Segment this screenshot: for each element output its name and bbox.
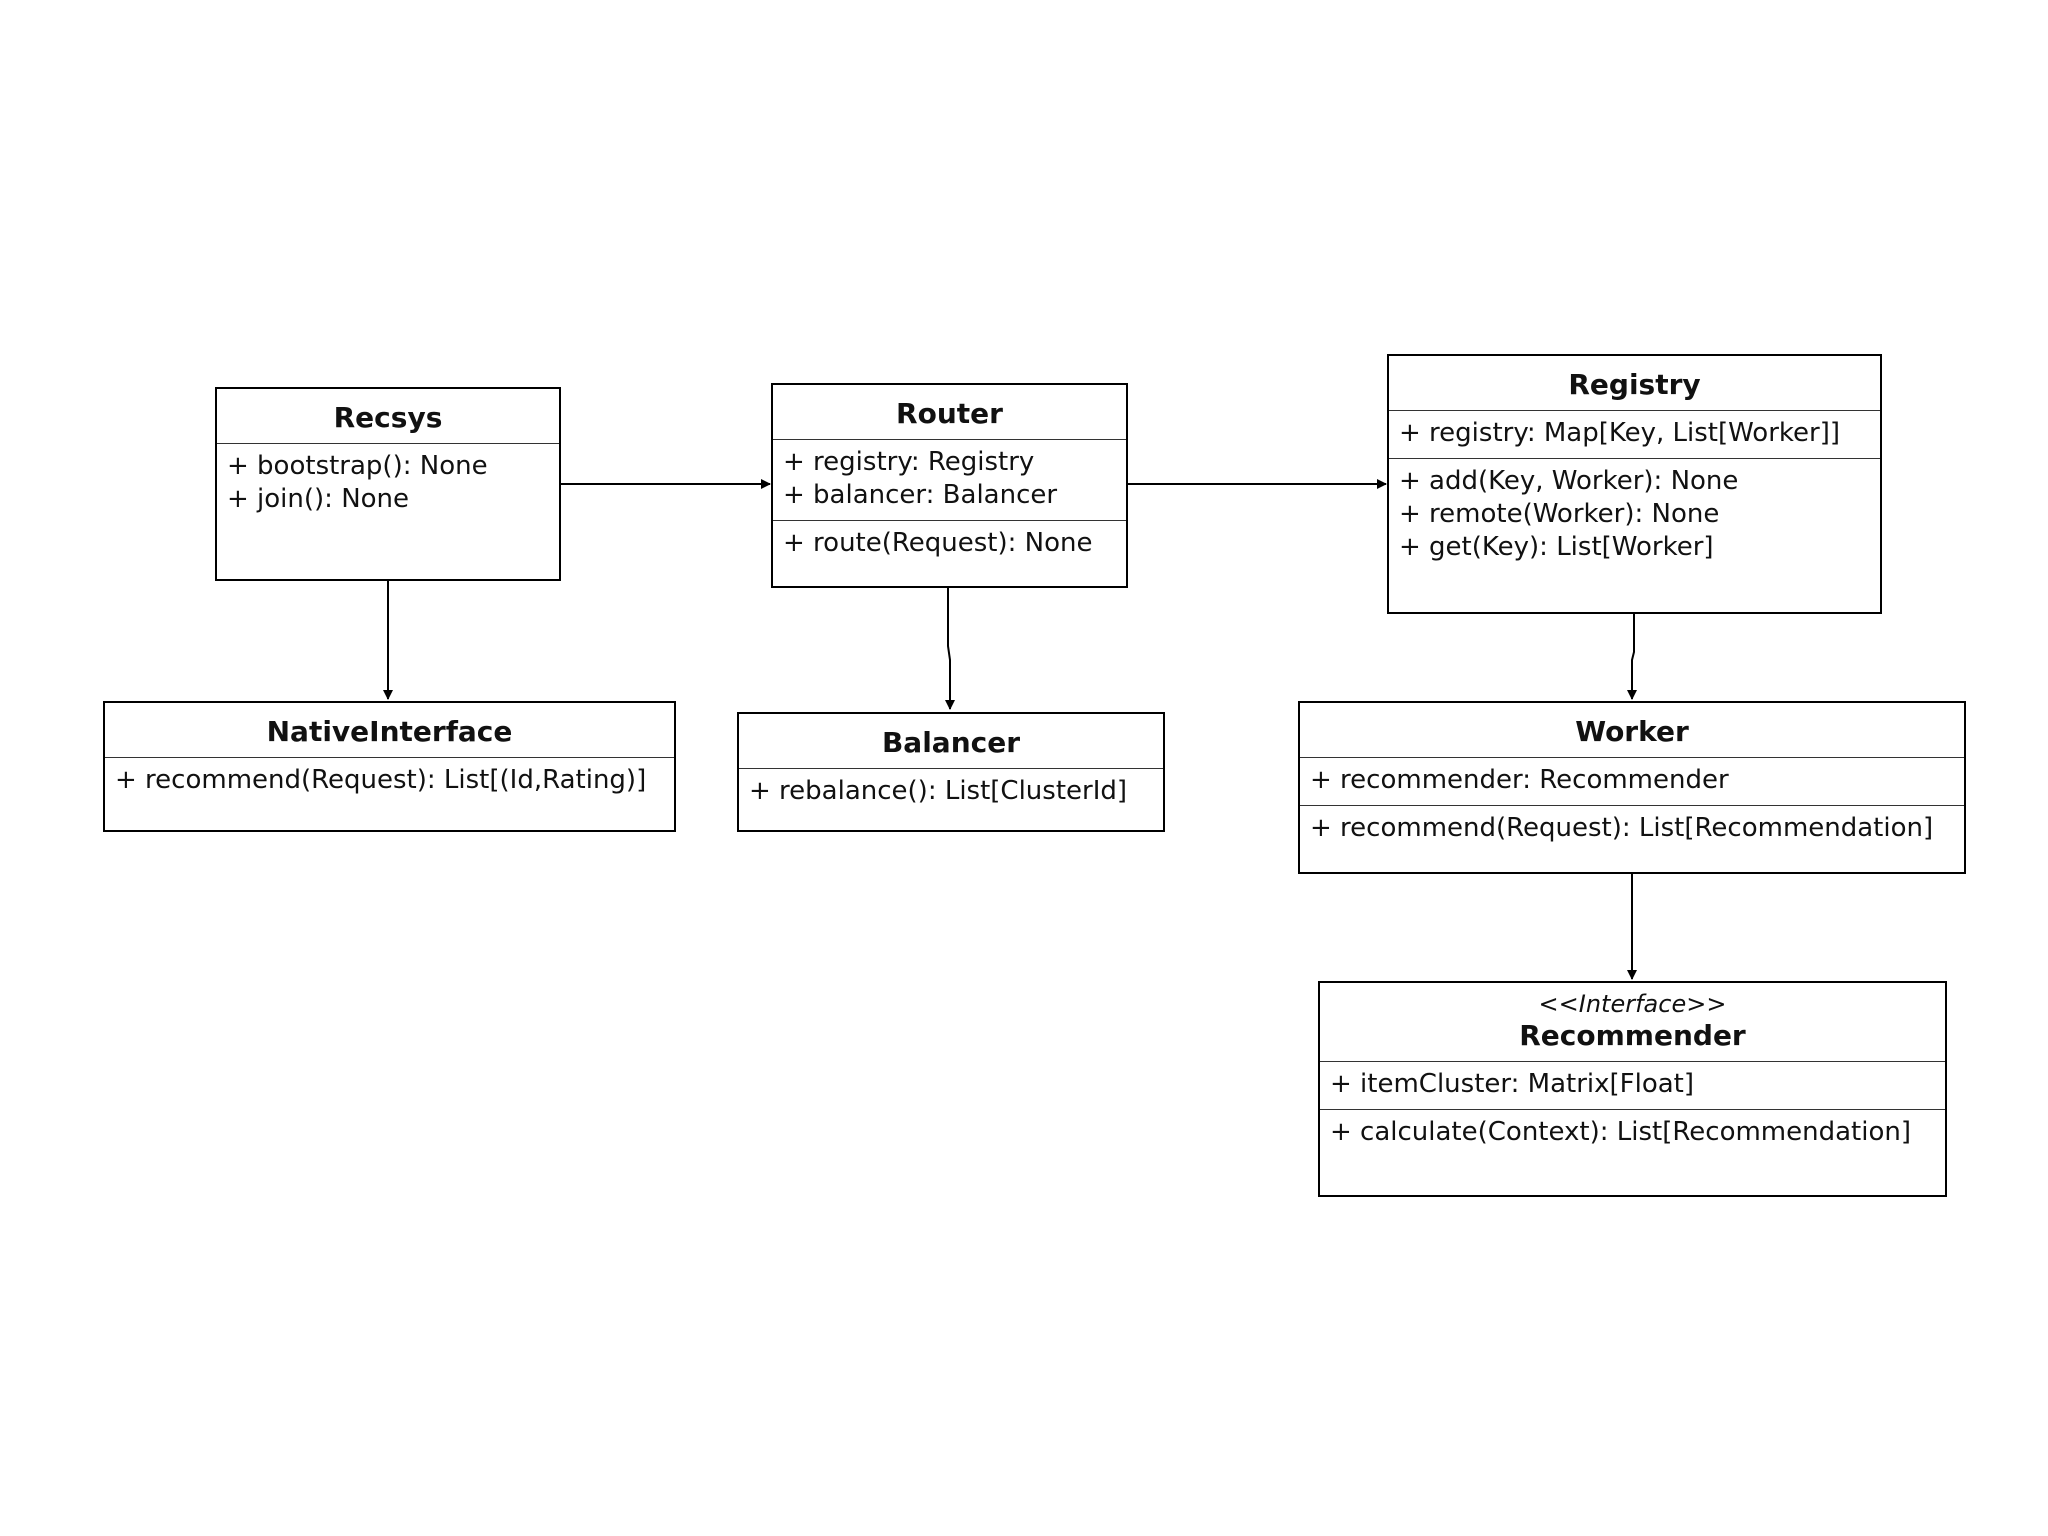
class-router: Router + registry: Registry + balancer: …: [771, 383, 1128, 588]
attribute: + registry: Map[Key, List[Worker]]: [1399, 418, 1840, 448]
methods-compartment: + rebalance(): List[ClusterId]: [739, 769, 1163, 816]
attributes-compartment: + registry: Registry + balancer: Balance…: [773, 440, 1126, 520]
attributes-compartment: + registry: Map[Key, List[Worker]]: [1389, 411, 1880, 458]
class-nativeinterface: NativeInterface + recommend(Request): Li…: [103, 701, 676, 832]
method: + get(Key): List[Worker]: [1399, 532, 1714, 562]
class-registry: Registry + registry: Map[Key, List[Worke…: [1387, 354, 1882, 614]
class-name: Recommender: [1519, 1019, 1746, 1052]
class-name: Recsys: [217, 389, 559, 444]
method: + bootstrap(): None: [227, 451, 488, 481]
attributes-compartment: + itemCluster: Matrix[Float]: [1320, 1062, 1945, 1109]
method: + remote(Worker): None: [1399, 499, 1720, 529]
stereotype-label: <<Interface>>: [1538, 990, 1727, 1018]
attribute: + balancer: Balancer: [783, 480, 1058, 510]
method: + add(Key, Worker): None: [1399, 466, 1739, 496]
class-name: Registry: [1389, 356, 1880, 411]
methods-compartment: + add(Key, Worker): None + remote(Worker…: [1389, 458, 1880, 572]
attribute: + registry: Registry: [783, 447, 1035, 477]
attributes-compartment: + recommender: Recommender: [1300, 758, 1964, 805]
attribute: + recommender: Recommender: [1310, 765, 1729, 795]
methods-compartment: + route(Request): None: [773, 520, 1126, 568]
arrow-registry-to-worker: [1627, 614, 1637, 700]
method: + calculate(Context): List[Recommendatio…: [1330, 1117, 1911, 1147]
method: + recommend(Request): List[Recommendatio…: [1310, 813, 1934, 843]
attribute: + itemCluster: Matrix[Float]: [1330, 1069, 1694, 1099]
method: + rebalance(): List[ClusterId]: [749, 776, 1128, 806]
class-name: Router: [773, 385, 1126, 440]
methods-compartment: + recommend(Request): List[(Id,Rating)]: [105, 758, 674, 805]
class-worker: Worker + recommender: Recommender + reco…: [1298, 701, 1966, 874]
methods-compartment: + bootstrap(): None + join(): None: [217, 444, 559, 524]
method: + join(): None: [227, 484, 410, 514]
class-recommender: <<Interface>> Recommender + itemCluster:…: [1318, 981, 1947, 1197]
class-name: Balancer: [739, 714, 1163, 769]
method: + route(Request): None: [783, 528, 1093, 558]
methods-compartment: + recommend(Request): List[Recommendatio…: [1300, 805, 1964, 853]
class-header: <<Interface>> Recommender: [1320, 983, 1945, 1062]
methods-compartment: + calculate(Context): List[Recommendatio…: [1320, 1109, 1945, 1157]
method: + recommend(Request): List[(Id,Rating)]: [115, 765, 647, 795]
class-balancer: Balancer + rebalance(): List[ClusterId]: [737, 712, 1165, 832]
class-name: Worker: [1300, 703, 1964, 758]
class-name: NativeInterface: [105, 703, 674, 758]
class-recsys: Recsys + bootstrap(): None + join(): Non…: [215, 387, 561, 581]
arrow-router-to-balancer: [945, 588, 955, 710]
